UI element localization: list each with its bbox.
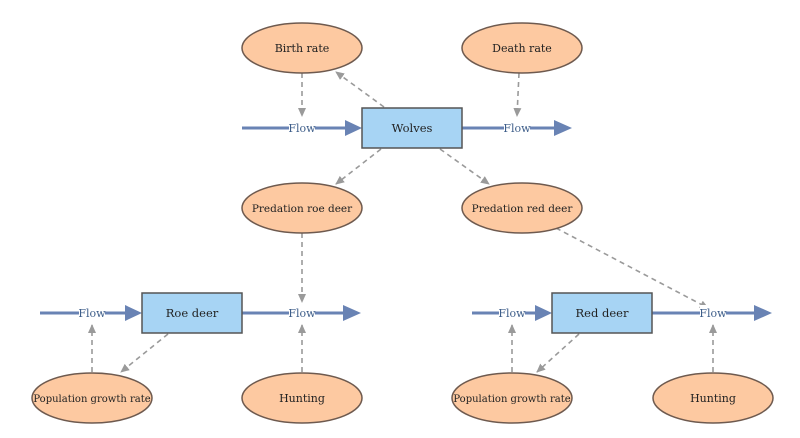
stock-wolves-label: Wolves: [392, 121, 433, 135]
aux-hunting-red-label: Hunting: [690, 392, 736, 405]
stock-wolves-box[interactable]: [361, 107, 463, 149]
stock-roe-deer-label: Roe deer: [166, 306, 219, 320]
aux-hunting-red-ellipse[interactable]: [652, 372, 774, 424]
aux-pop-growth-roe-label: Population growth rate: [33, 394, 150, 405]
info-links: [88, 71, 717, 373]
aux-pop-growth-red-label: Population growth rate: [453, 394, 570, 405]
flow-roe-out-arrowhead: [343, 305, 361, 321]
flow-label-bg: [499, 305, 525, 320]
flow-wolves-out-arrowhead: [554, 120, 572, 136]
aux-pop-growth-red-ellipse[interactable]: [451, 372, 573, 424]
aux-death-rate-label: Death rate: [492, 42, 552, 55]
aux-predation-red-deer[interactable]: Predation red deer: [461, 182, 583, 234]
flow-roe-out-label: Flow: [288, 307, 316, 320]
flow-red-in-label: Flow: [498, 307, 526, 320]
aux-predation-roe-deer[interactable]: Predation roe deer: [241, 182, 363, 234]
stock-red-deer[interactable]: Red deer: [551, 292, 653, 334]
flow-label-bg: [504, 120, 530, 135]
flow-red-out-arrowhead: [754, 305, 772, 321]
link-wolves-to-predation-roe[interactable]: [335, 148, 382, 185]
flows: [40, 120, 772, 321]
aux-predation-red-label: Predation red deer: [472, 203, 574, 215]
link-roe-to-popgrowth[interactable]: [120, 333, 169, 373]
aux-hunting-red[interactable]: Hunting: [652, 372, 774, 424]
aux-predation-roe-ellipse[interactable]: [241, 182, 363, 234]
flow-label-bg: [289, 305, 315, 320]
stock-red-deer-label: Red deer: [576, 306, 629, 320]
stock-red-deer-box[interactable]: [551, 292, 653, 334]
flow-roe-in-label: Flow: [78, 307, 106, 320]
flow-label-bg: [79, 305, 105, 320]
link-deathrate-to-flow[interactable]: [513, 72, 522, 117]
flow-labels: Flow Flow Flow Flow Flow Flow: [78, 120, 727, 320]
flow-label-bg: [700, 305, 726, 320]
link-wolves-to-predation-red[interactable]: [439, 148, 490, 185]
stock-wolves[interactable]: Wolves: [361, 107, 463, 149]
flow-wolves-in-arrowhead: [345, 120, 362, 136]
aux-predation-roe-label: Predation roe deer: [252, 203, 353, 215]
aux-hunting-roe-ellipse[interactable]: [241, 372, 363, 424]
aux-pop-growth-roe-ellipse[interactable]: [31, 372, 153, 424]
stock-roe-deer-box[interactable]: [141, 292, 243, 334]
aux-death-rate[interactable]: Death rate: [461, 22, 583, 74]
aux-pop-growth-roe[interactable]: Population growth rate: [31, 372, 153, 424]
aux-hunting-roe[interactable]: Hunting: [241, 372, 363, 424]
flow-red-in-arrowhead: [535, 305, 552, 321]
aux-hunting-roe-label: Hunting: [279, 392, 325, 405]
link-predation-red-to-flow[interactable]: [555, 227, 709, 309]
flow-red-out-label: Flow: [699, 307, 727, 320]
flow-wolves-out-label: Flow: [503, 122, 531, 135]
aux-predation-red-ellipse[interactable]: [461, 182, 583, 234]
aux-pop-growth-red[interactable]: Population growth rate: [451, 372, 573, 424]
flow-wolves-in-label: Flow: [288, 122, 316, 135]
link-wolves-to-birthrate[interactable]: [335, 71, 385, 108]
aux-birth-rate-ellipse[interactable]: [241, 22, 363, 74]
stock-roe-deer[interactable]: Roe deer: [141, 292, 243, 334]
aux-birth-rate[interactable]: Birth rate: [241, 22, 363, 74]
flow-roe-in-arrowhead: [125, 305, 142, 321]
aux-death-rate-ellipse[interactable]: [461, 22, 583, 74]
link-red-to-popgrowth[interactable]: [536, 333, 580, 373]
aux-birth-rate-label: Birth rate: [275, 42, 330, 55]
flow-label-bg: [289, 120, 315, 135]
